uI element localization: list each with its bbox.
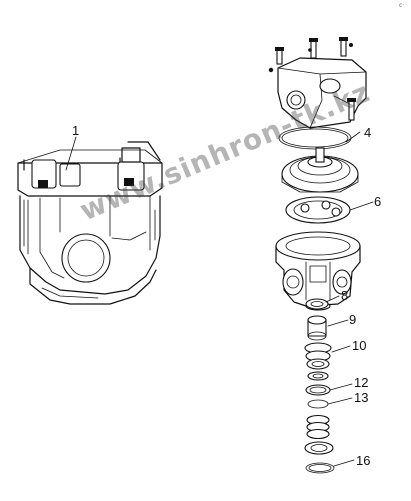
callout-12: 12 [354, 375, 368, 390]
part-12-ring [305, 384, 331, 396]
part-8-ring [305, 298, 329, 310]
callout-13: 13 [354, 390, 368, 405]
cap-bolts [268, 37, 356, 121]
part-15-cap [304, 441, 334, 455]
leader-lines [65, 131, 374, 467]
callout-6: 6 [374, 194, 381, 209]
part-11-washer [307, 371, 329, 381]
callout-1: 1 [72, 123, 79, 138]
o-ring-part-4 [278, 126, 352, 150]
part-14-spring [306, 414, 330, 440]
part-10-spring-seat [304, 342, 332, 370]
callout-16: 16 [356, 453, 370, 468]
part-9-sleeve [307, 315, 327, 341]
diaphragm-disc [281, 147, 359, 193]
callout-10: 10 [352, 338, 366, 353]
callout-9: 9 [349, 312, 356, 327]
callout-4: 4 [364, 125, 371, 140]
callout-labels: 1 4 6 8 9 10 12 13 16 [72, 123, 381, 468]
part-16-o-ring [305, 462, 335, 474]
housing-part-1 [17, 141, 163, 305]
callout-8: 8 [341, 288, 348, 303]
top-cover [268, 37, 367, 129]
corner-mark: c· [399, 2, 404, 9]
part-13-ring [307, 399, 329, 409]
seal-part-6 [285, 196, 351, 224]
valve-body [275, 231, 361, 311]
